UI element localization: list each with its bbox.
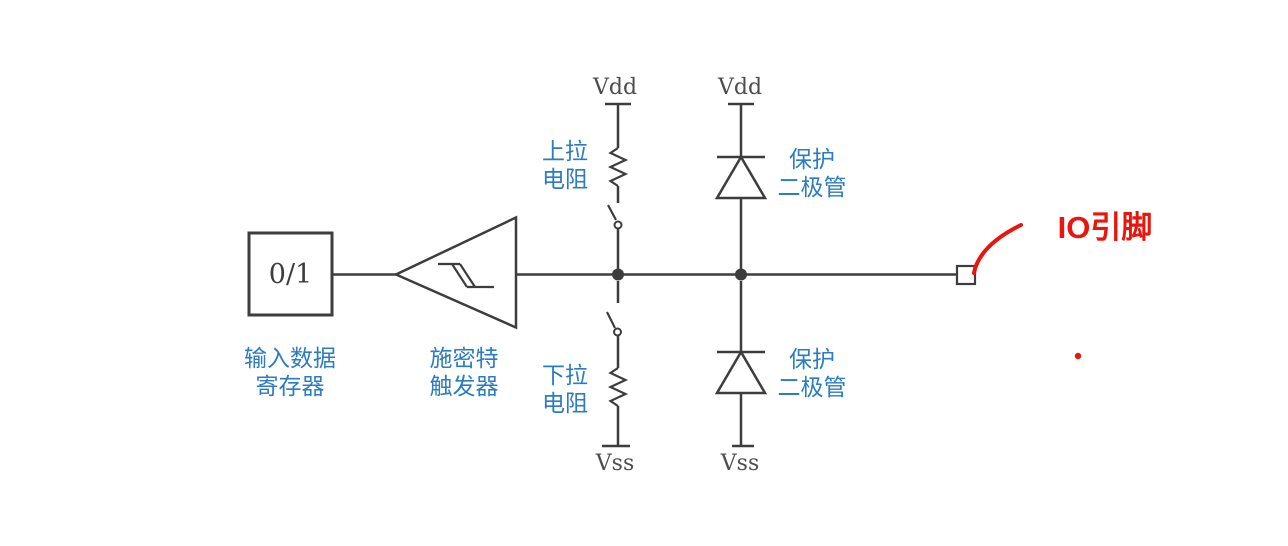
pulldown-branch — [602, 281, 630, 448]
junction-dot-diode — [735, 268, 747, 281]
pullup-switch-contact — [613, 220, 623, 230]
diode-top-label-line1: 保护 — [789, 146, 835, 172]
pullup-switch-lever — [607, 204, 617, 221]
pullup-label-line2: 电阻 — [542, 166, 588, 192]
register-value: 0/1 — [268, 258, 313, 290]
schmitt-triangle — [392, 215, 518, 330]
schmitt-label-line2: 触发器 — [429, 373, 499, 399]
io-pin-pad — [955, 264, 977, 286]
diode-triangle — [714, 349, 768, 395]
register-label: 输入数据 寄存器 — [244, 344, 336, 400]
pulldown-label: 下拉 电阻 — [542, 361, 588, 417]
protection-diode-top — [714, 102, 768, 269]
pullup-label: 上拉 电阻 — [542, 137, 588, 193]
vss-label-right: Vss — [720, 451, 760, 476]
pulldown-switch-contact — [613, 327, 622, 337]
diode-bottom-label: 保护 二极管 — [778, 345, 847, 401]
pullup-resistor-icon — [607, 147, 629, 187]
diode-bottom-label-line2: 二极管 — [777, 374, 847, 400]
pulldown-switch-lever — [606, 311, 616, 329]
hysteresis-icon — [438, 262, 494, 289]
diode-bottom-label-line1: 保护 — [789, 346, 835, 372]
register-label-line2: 寄存器 — [255, 373, 325, 399]
pulldown-resistor-icon — [607, 367, 629, 407]
pullup-label-line1: 上拉 — [542, 138, 588, 164]
diode-top-label-line2: 二极管 — [777, 174, 847, 200]
pullup-branch — [605, 102, 631, 269]
io-annotation-curve — [972, 223, 1023, 275]
vdd-label-left: Vdd — [592, 75, 638, 100]
vss-label-left: Vss — [595, 451, 635, 476]
io-pin-label: IO引脚 — [1057, 210, 1153, 245]
annotation-red-dot — [1074, 352, 1082, 360]
pulldown-label-line1: 下拉 — [542, 362, 588, 388]
diode-triangle — [714, 154, 768, 200]
junction-dot-pull — [612, 268, 624, 281]
vdd-label-right: Vdd — [717, 75, 763, 100]
pulldown-label-line2: 电阻 — [542, 390, 588, 416]
schmitt-label: 施密特 触发器 — [430, 344, 499, 400]
schmitt-label-line1: 施密特 — [429, 345, 499, 371]
protection-diode-bottom — [714, 281, 768, 448]
register-label-line1: 输入数据 — [244, 345, 336, 371]
diode-top-label: 保护 二极管 — [778, 145, 847, 201]
